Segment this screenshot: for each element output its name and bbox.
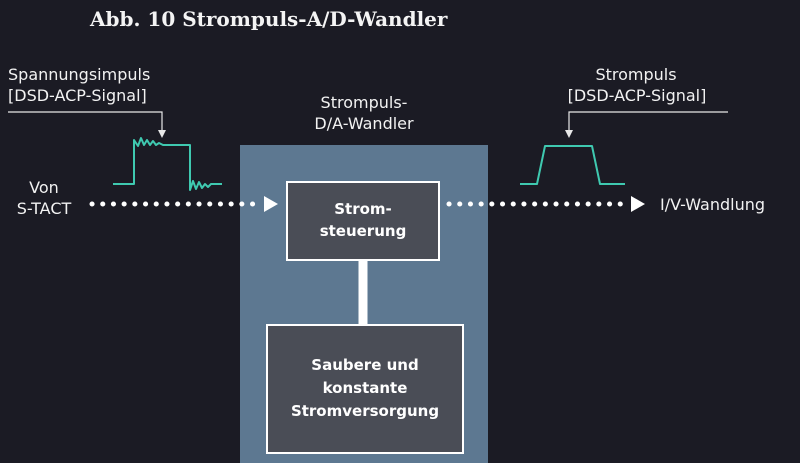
input-source-line2: S-TACT [17,199,72,218]
output-signal-label-line1: Strompuls [595,65,676,84]
output-signal-pointer-arrowhead [565,130,573,138]
input-arrowhead [264,196,278,212]
input-source-line1: Von [29,178,59,197]
output-signal-label-line2: [DSD-ACP-Signal] [568,86,707,105]
current-control-line2: steuerung [320,222,407,240]
converter-label-line2: D/A-Wandler [314,114,414,133]
input-waveform [113,137,222,191]
current-control-line1: Strom- [334,200,392,218]
current-control-box [286,181,440,261]
power-supply-box [266,324,464,454]
power-supply-line2: konstante [323,379,408,397]
output-target: I/V-Wandlung [660,195,765,214]
figure-title: Abb. 10 Strompuls-A/D-Wandler [89,7,448,31]
input-signal-label-line2: [DSD-ACP-Signal] [8,86,147,105]
output-signal-pointer [568,111,728,133]
input-signal-pointer-arrowhead [158,130,166,138]
converter-label-line1: Strompuls- [321,93,408,112]
output-arrowhead [631,196,645,212]
input-signal-pointer [8,111,163,133]
output-waveform [520,145,625,185]
input-signal-label-line1: Spannungsimpuls [8,65,150,84]
power-supply-line1: Saubere und [311,356,418,374]
power-supply-line3: Stromversorgung [291,402,439,420]
